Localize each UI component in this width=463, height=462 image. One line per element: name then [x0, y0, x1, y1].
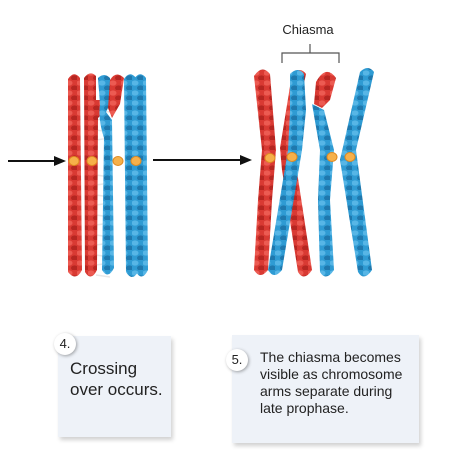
- crossover-segment: [108, 74, 124, 118]
- centromeres: [264, 152, 356, 163]
- maternal-chromatid: [314, 71, 336, 108]
- chiasma-bracket: [281, 44, 340, 63]
- step-5-card: 5. The chiasma becomes visible as chromo…: [226, 335, 419, 443]
- arrow-to-crossing-over: [8, 156, 66, 166]
- paternal-chromatid: [268, 70, 306, 275]
- step-number-badge: 4.: [54, 333, 76, 355]
- step-number-badge: 5.: [226, 349, 248, 371]
- maternal-chromatid: [68, 74, 82, 277]
- maternal-chromatid: [84, 73, 111, 277]
- tetrad-crossing-over: [68, 73, 148, 278]
- step-description: The chiasma becomes visible as chromosom…: [260, 349, 403, 416]
- arrow-to-chiasma: [153, 155, 252, 165]
- paternal-chromatid: [340, 68, 374, 277]
- centromeres: [68, 156, 142, 166]
- paternal-chromatid: [134, 74, 148, 277]
- tetrad-chiasma: [254, 44, 374, 277]
- right-arrow-icon: [240, 155, 252, 165]
- right-arrow-icon: [54, 156, 66, 166]
- paternal-chromatid: [312, 104, 334, 277]
- chiasma-label: Chiasma: [282, 22, 334, 37]
- paternal-chromatid: [98, 75, 114, 275]
- maternal-chromatid: [254, 69, 276, 275]
- step-description: Crossing over occurs.: [70, 359, 163, 399]
- step-4-card: 4. Crossing over occurs.: [54, 333, 171, 437]
